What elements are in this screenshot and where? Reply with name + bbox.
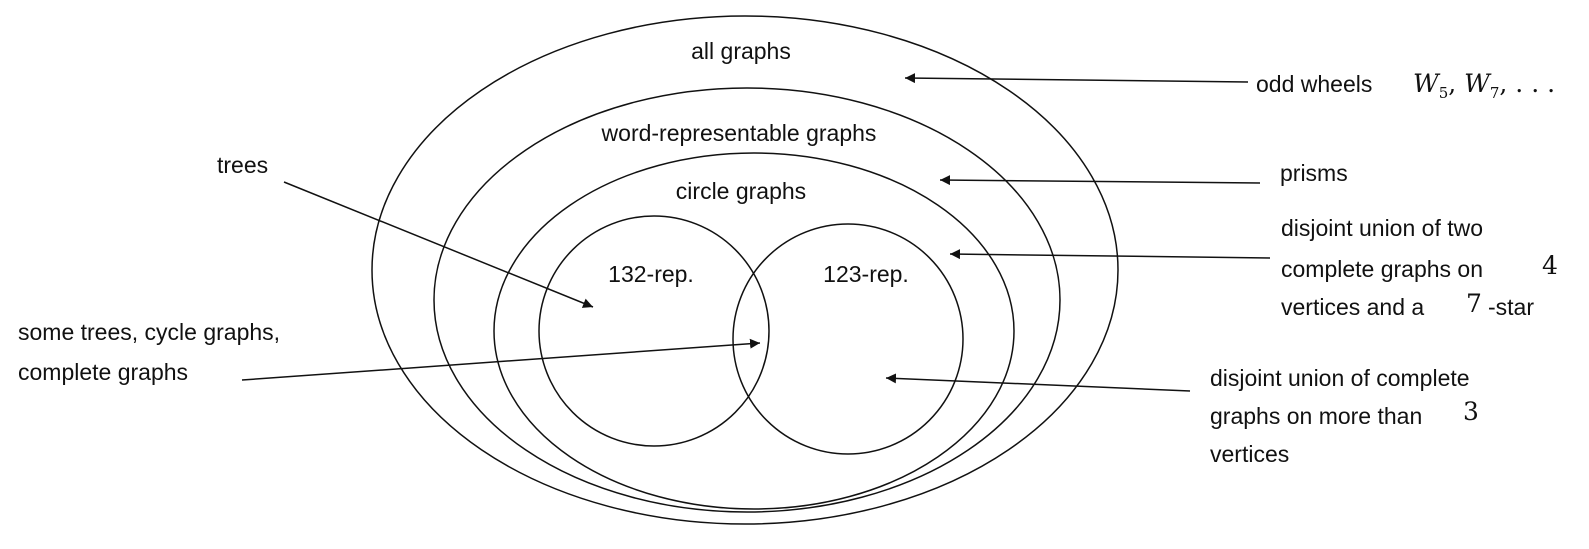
some-trees-label: some trees, cycle graphs, complete graph… xyxy=(18,319,280,385)
word-representable-ellipse xyxy=(433,87,1061,513)
disjoint-two-label: disjoint union of two complete graphs on… xyxy=(1281,215,1558,320)
rep132-circle xyxy=(538,215,770,447)
word-representable-label: word-representable graphs xyxy=(601,120,877,146)
all-graphs-ellipse xyxy=(371,15,1119,525)
circle-graphs-ellipse xyxy=(493,152,1015,510)
disjoint-two-num7: 7 xyxy=(1466,289,1482,318)
all-graphs-label: all graphs xyxy=(691,38,791,64)
trees-arrow xyxy=(283,181,594,308)
disjoint-two-line3a: vertices and a xyxy=(1281,294,1424,320)
prisms-label: prisms xyxy=(1280,160,1348,186)
disjoint-complete-line3: vertices xyxy=(1210,441,1289,467)
prisms-arrow xyxy=(939,175,1261,186)
rep123-circle xyxy=(732,223,964,455)
circle-graphs-label: circle graphs xyxy=(676,178,806,204)
disjoint-complete-line1: disjoint union of complete xyxy=(1210,365,1470,391)
rep132-label: 132-rep. xyxy=(608,261,694,287)
odd-wheels-arrow xyxy=(904,73,1249,84)
disjoint-two-num4: 4 xyxy=(1542,251,1558,280)
disjoint-two-line2: complete graphs on xyxy=(1281,256,1483,282)
disjoint-complete-label: disjoint union of complete graphs on mor… xyxy=(1210,365,1479,467)
disjoint-two-line3b: -star xyxy=(1488,294,1534,320)
some-trees-line2: complete graphs xyxy=(18,359,188,385)
some-trees-arrow xyxy=(241,338,761,381)
odd-wheels-math: W5, W7, . . . xyxy=(1413,69,1555,102)
rep123-label: 123-rep. xyxy=(823,261,909,287)
disjoint-complete-arrow xyxy=(885,373,1191,392)
odd-wheels-label: odd wheels xyxy=(1256,71,1372,97)
some-trees-line1: some trees, cycle graphs, xyxy=(18,319,280,345)
disjoint-two-line1: disjoint union of two xyxy=(1281,215,1483,241)
disjoint-complete-line2: graphs on more than xyxy=(1210,403,1422,429)
disjoint-complete-num3: 3 xyxy=(1463,397,1479,426)
disjoint-two-arrow xyxy=(949,249,1271,260)
trees-label: trees xyxy=(217,152,268,178)
